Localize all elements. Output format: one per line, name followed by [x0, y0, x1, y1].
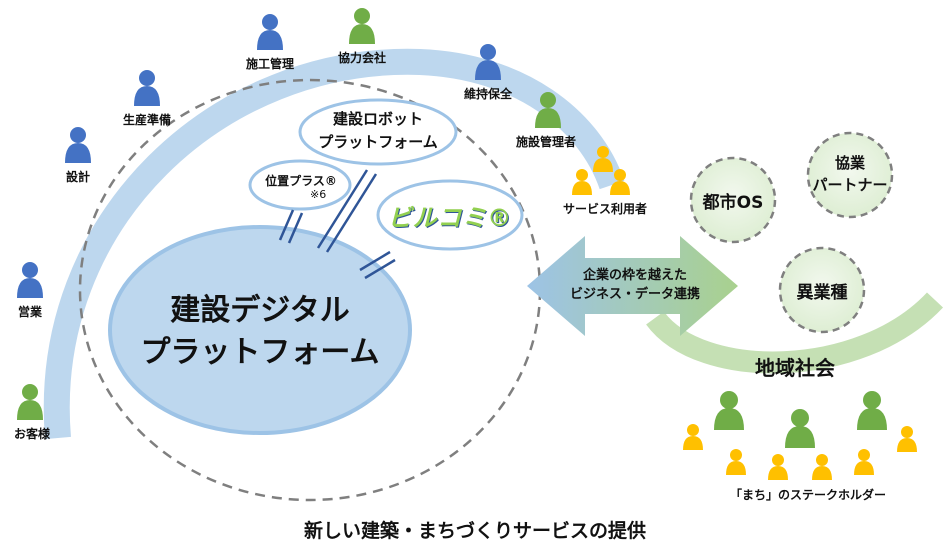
- person-icon-production-prep: [134, 70, 160, 106]
- label-service-users: サービス利用者: [562, 202, 648, 216]
- robot-platform-ellipse: [298, 98, 458, 166]
- position-plus-ellipse: [248, 159, 352, 211]
- person-icon-construction-mgmt: [257, 14, 283, 50]
- label-customer: お客様: [13, 427, 51, 441]
- core-platform-line1: 建設デジタル: [170, 293, 350, 328]
- person-icon-facility-manager: [535, 92, 561, 128]
- label-partner-company: 協力会社: [337, 51, 387, 65]
- connector-arrows: [278, 169, 396, 280]
- value-chain-arc: [43, 48, 625, 440]
- core-platform-ellipse: [108, 225, 412, 435]
- data-link-line1: 企業の枠を越えた: [582, 268, 687, 283]
- node-partner: [806, 131, 894, 219]
- node-other-industry-label: 異業種: [796, 283, 848, 303]
- data-link-line2: ビジネス・データ連携: [569, 287, 700, 302]
- core-platform-line2: プラットフォーム: [140, 335, 380, 370]
- person-icon-design: [65, 127, 91, 163]
- person-icon-partner-company: [349, 8, 375, 44]
- position-plus-label: 位置プラス®: [265, 174, 337, 188]
- node-city-os: [689, 156, 777, 244]
- label-design: 設計: [65, 170, 91, 184]
- node-other-industry: [778, 246, 866, 334]
- core-platform-title: 建設デジタル プラットフォーム: [110, 290, 410, 374]
- community-stakeholders-label: 「まち」のステークホルダー: [730, 488, 887, 502]
- bilcomi-logo: ビルコミ®: [387, 204, 513, 232]
- person-icon-sales: [17, 262, 43, 298]
- community-arc: [646, 292, 944, 374]
- robot-platform-line1: 建設ロボット: [332, 110, 423, 128]
- robot-platform-line2: プラットフォーム: [318, 133, 438, 151]
- robot-platform-title: 建設ロボット プラットフォーム: [318, 108, 438, 154]
- community-title: 地域社会: [755, 356, 835, 380]
- node-city-os-label: 都市OS: [702, 193, 764, 213]
- label-production-prep: 生産準備: [122, 113, 172, 127]
- label-maintenance: 維持保全: [463, 87, 513, 101]
- position-plus-note: ※6: [310, 188, 327, 201]
- label-sales: 営業: [17, 305, 43, 319]
- person-icon-customer: [17, 384, 43, 420]
- node-partner-label: 協業 パートナー: [812, 154, 888, 194]
- data-link-arrow: [527, 236, 738, 336]
- person-icon-service-users: [572, 146, 630, 195]
- label-construction-mgmt: 施工管理: [245, 57, 295, 71]
- label-facility-manager: 施設管理者: [515, 135, 577, 149]
- data-link-text: 企業の枠を越えた ビジネス・データ連携: [560, 266, 710, 304]
- footer-caption: 新しい建築・まちづくりサービスの提供: [303, 520, 646, 542]
- person-icon-community-green: [714, 391, 887, 448]
- bilcomi-ellipse: [376, 179, 524, 251]
- person-icon-maintenance: [475, 44, 501, 80]
- person-icon-community-yellow: [683, 424, 917, 480]
